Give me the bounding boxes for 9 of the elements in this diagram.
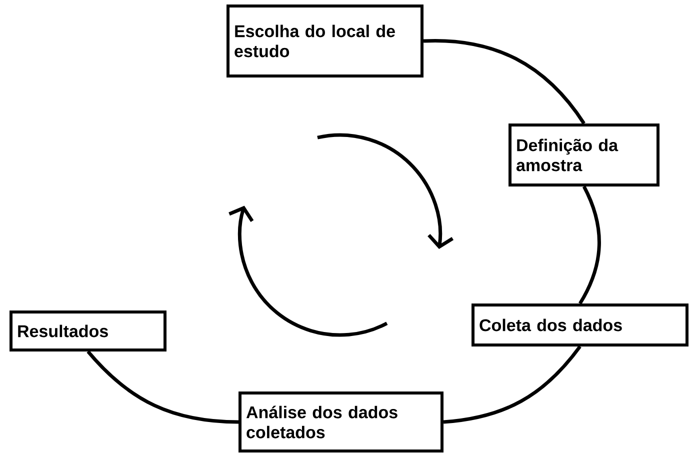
connector-line — [423, 39, 586, 124]
step-box: Análise dos dados coletados — [238, 392, 444, 452]
step-box: Resultados — [10, 310, 166, 352]
step-box: Definição da amostra — [508, 124, 660, 186]
connector-line — [578, 186, 601, 304]
connector-line — [86, 350, 239, 424]
step-box: Coleta dos dados — [472, 304, 688, 346]
connector-line — [443, 345, 582, 424]
step-box: Escolha do local de estudo — [226, 4, 424, 78]
